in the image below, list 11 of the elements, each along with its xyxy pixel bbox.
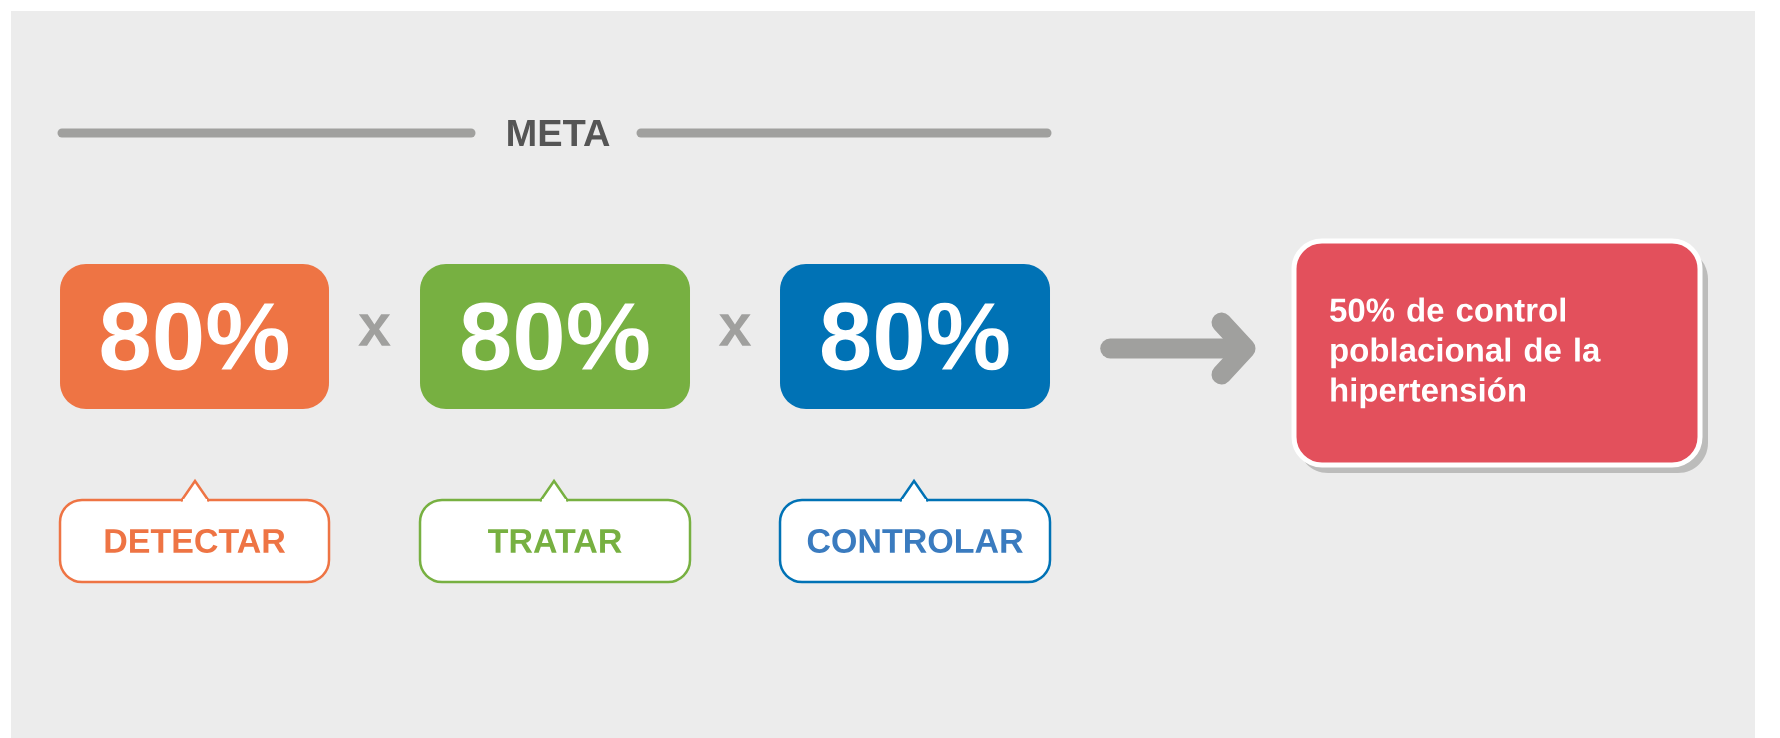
arrow	[1100, 312, 1256, 385]
title: META	[508, 119, 610, 147]
percent-box: 80%	[420, 264, 690, 409]
percent-box: 80%	[780, 264, 1050, 409]
multiply-sign: x	[718, 314, 752, 346]
result-box: 50% de control poblacional de la hipertensión	[1291, 238, 1708, 473]
callout-bubble: CONTROLAR	[778, 478, 1052, 584]
callout-bubble: DETECTAR	[58, 478, 331, 584]
multiply-sign: x	[358, 314, 391, 346]
callout-bubble: TRATAR	[418, 478, 692, 584]
percent-box: 80%	[60, 264, 329, 409]
